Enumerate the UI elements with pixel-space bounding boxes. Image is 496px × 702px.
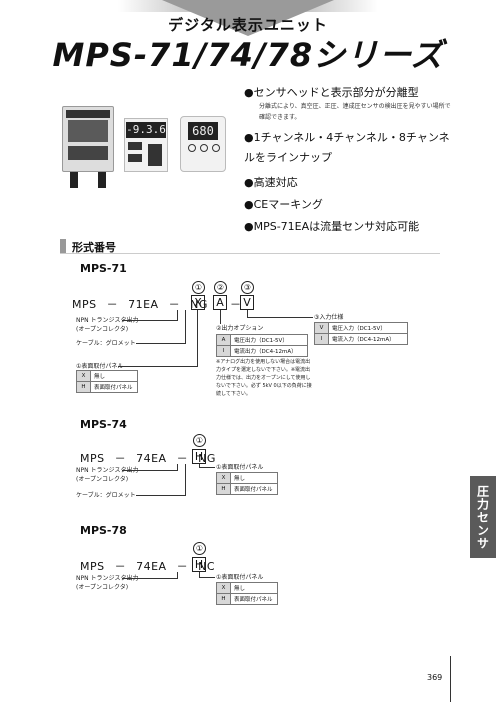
panel-title-78: ①表面取付パネル [216, 574, 264, 581]
code-box-78: H [192, 557, 206, 572]
display-readout-2: 680 [188, 122, 218, 140]
cable-label-71: ケーブル：グロメット [76, 340, 136, 347]
feature-2: ●1チャンネル・4チャンネル・8チャンネルをラインナップ [244, 131, 450, 164]
feature-1-note: 分離式により、真空圧、正圧、連成圧センサの検出圧を見やすい場所で確認できます。 [259, 103, 451, 121]
npn-label-78: NPN トランジスタ出力 (オープンコレクタ) [76, 575, 139, 591]
circle-74: ① [193, 434, 206, 447]
code-box-2: A [213, 295, 227, 310]
circle-1: ① [192, 281, 205, 294]
model-title-mps78: MPS-78 [80, 524, 127, 537]
code-box-3: V [240, 295, 254, 310]
circle-78: ① [193, 542, 206, 555]
feature-5: ●MPS-71EAは流量センサ対応可能 [244, 220, 420, 233]
analog-note-71: ※アナログ出力を使用しない場合は電流出力タイプを選定しないで下さい。※電流出力仕… [216, 359, 312, 397]
code-box-74: H [192, 449, 206, 464]
page-title: MPS-71/74/78シリーズ [52, 36, 444, 74]
panel-title-71: ①表面取付パネル [76, 363, 124, 370]
model-title-mps71: MPS-71 [80, 262, 127, 275]
code-box-1: X [191, 295, 205, 310]
analog-title-71: ②出力オプション [216, 325, 264, 332]
product-image-1 [62, 106, 114, 190]
circle-3: ③ [241, 281, 254, 294]
section-divider [60, 253, 440, 254]
panel-title-74: ①表面取付パネル [216, 464, 264, 471]
page-subtitle: デジタル表示ユニット [168, 16, 328, 34]
npn-label-71: NPN トランジスタ出力 (オープンコレクタ) [76, 317, 139, 333]
category-side-tab: 圧力センサ [470, 476, 496, 558]
section-title: 形式番号 [72, 241, 116, 254]
circle-2: ② [214, 281, 227, 294]
page-number: 369 [427, 673, 443, 682]
feature-4: ●CEマーキング [244, 198, 323, 211]
feature-1: ●センサヘッドと表示部分が分離型 [244, 86, 419, 99]
product-image-3: 680 [180, 116, 226, 178]
code-mps71: MPS － 71EA － NG [72, 298, 208, 311]
display-readout-1: -9.3.6 [126, 122, 166, 138]
code-mps74: MPS － 74EA － NG [80, 452, 216, 465]
section-marker [60, 239, 66, 253]
model-title-mps74: MPS-74 [80, 418, 127, 431]
code-mps78: MPS － 74EA － NC [80, 560, 216, 573]
code-dash-3: － [230, 298, 242, 311]
feature-3: ●高速対応 [244, 176, 298, 189]
page-number-rule [450, 656, 451, 702]
cable-label-74: ケーブル：グロメット [76, 492, 136, 499]
npn-label-74: NPN トランジスタ出力 (オープンコレクタ) [76, 467, 139, 483]
header-triangle [162, 0, 334, 36]
product-image-2: -9.3.6 [124, 118, 168, 178]
input-title-71: ③入力仕様 [314, 314, 344, 321]
